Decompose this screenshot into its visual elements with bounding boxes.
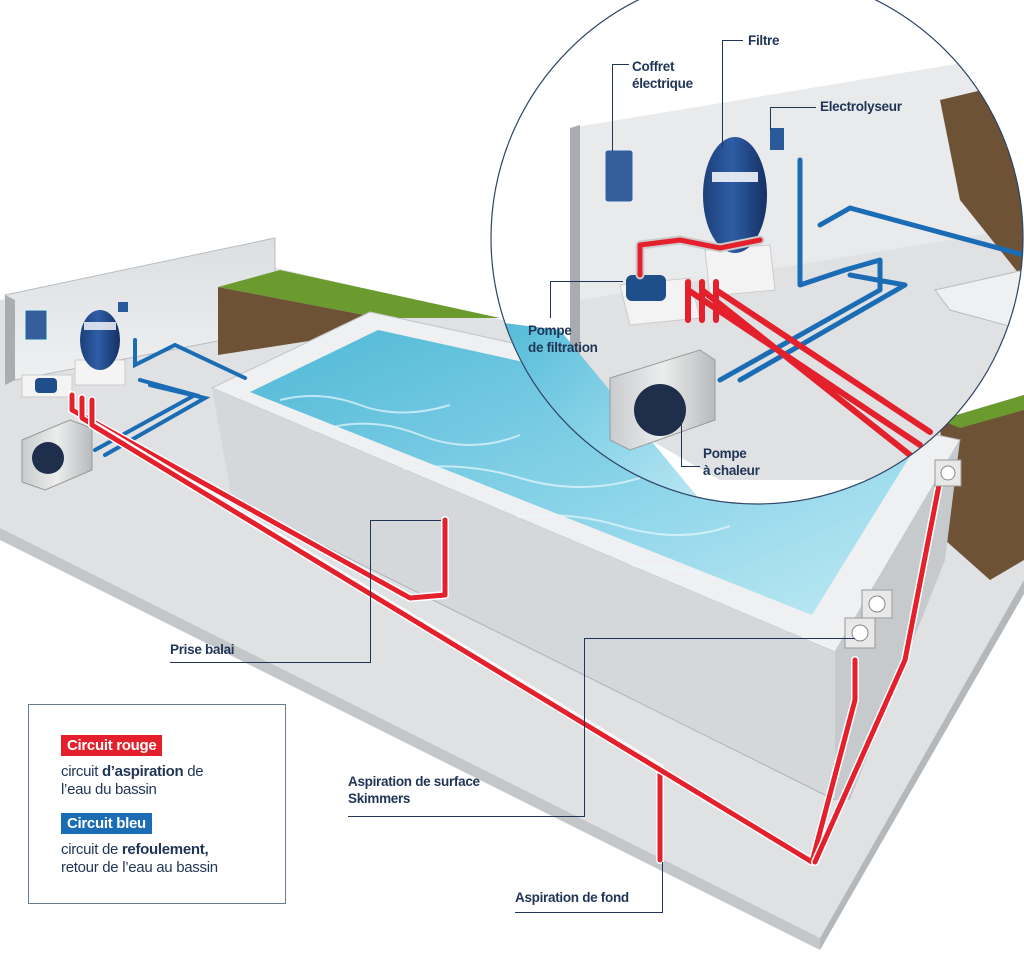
- legend-red-title: Circuit rouge: [61, 735, 163, 756]
- blue-return-pipes: [93, 338, 247, 457]
- label-line: à chaleur: [703, 463, 760, 478]
- leader-pompe-filtration: [550, 281, 623, 318]
- swimming-pool: [210, 311, 961, 801]
- text: de: [183, 763, 204, 780]
- skimmers: [844, 459, 962, 649]
- leader-prise-balai: [370, 520, 441, 663]
- label-line: de filtration: [528, 340, 598, 355]
- leader-skimmers-h: [348, 816, 584, 817]
- magnified-technical-room: [491, 0, 1023, 504]
- legend-blue-line2: retour de l’eau au bassin: [61, 859, 218, 876]
- legend-blue-title: Circuit bleu: [61, 813, 152, 834]
- leader-prise-balai-h: [170, 662, 370, 663]
- label-line: Aspiration de surface: [348, 774, 480, 789]
- leader-filtre: [722, 40, 743, 147]
- label-line: Pompe: [703, 446, 747, 461]
- technical-room-wall: [4, 237, 276, 385]
- label-prise-balai: Prise balai: [170, 642, 235, 657]
- label-line: Skimmers: [348, 791, 411, 806]
- legend-blue-line1: circuit de refoulement,: [61, 841, 218, 859]
- label-coffret-electrique: Coffret électrique: [632, 58, 693, 92]
- text-bold: refoulement,: [121, 841, 209, 858]
- legend-blue-text: circuit de refoulement, retour de l’eau …: [61, 841, 218, 877]
- label-pompe-filtration: Pompe de filtration: [528, 322, 598, 356]
- text: circuit de: [61, 841, 122, 858]
- label-filtre: Filtre: [748, 33, 780, 48]
- label-pompe-chaleur: Pompe à chaleur: [703, 445, 760, 479]
- label-line: Coffret: [632, 59, 675, 74]
- leader-coffret: [612, 64, 629, 151]
- label-aspiration-surface: Aspiration de surface Skimmers: [348, 773, 480, 807]
- label-line: Pompe: [528, 323, 572, 338]
- leader-electrolyseur: [770, 107, 816, 130]
- legend-red-line1: circuit d’aspiration de: [61, 763, 204, 781]
- legend-red-text: circuit d’aspiration de l’eau du bassin: [61, 763, 204, 799]
- legend-box: Circuit rouge circuit d’aspiration de l’…: [28, 704, 286, 904]
- magnifier-circle: [490, 0, 1024, 505]
- label-aspiration-fond: Aspiration de fond: [515, 890, 629, 905]
- legend-red-line2: l’eau du bassin: [61, 781, 157, 798]
- equipment-small: [21, 302, 128, 491]
- grass-embankment: [218, 270, 1024, 580]
- text-bold: d’aspiration: [101, 763, 184, 780]
- label-electrolyseur: Electrolyseur: [820, 99, 902, 114]
- leader-pompe-chaleur: [681, 424, 700, 467]
- text: circuit: [61, 763, 102, 780]
- label-line: électrique: [632, 76, 693, 91]
- leader-skimmers: [584, 638, 855, 817]
- red-suction-pipes: [68, 391, 944, 866]
- leader-fond-h: [515, 912, 663, 913]
- leader-fond: [662, 862, 663, 912]
